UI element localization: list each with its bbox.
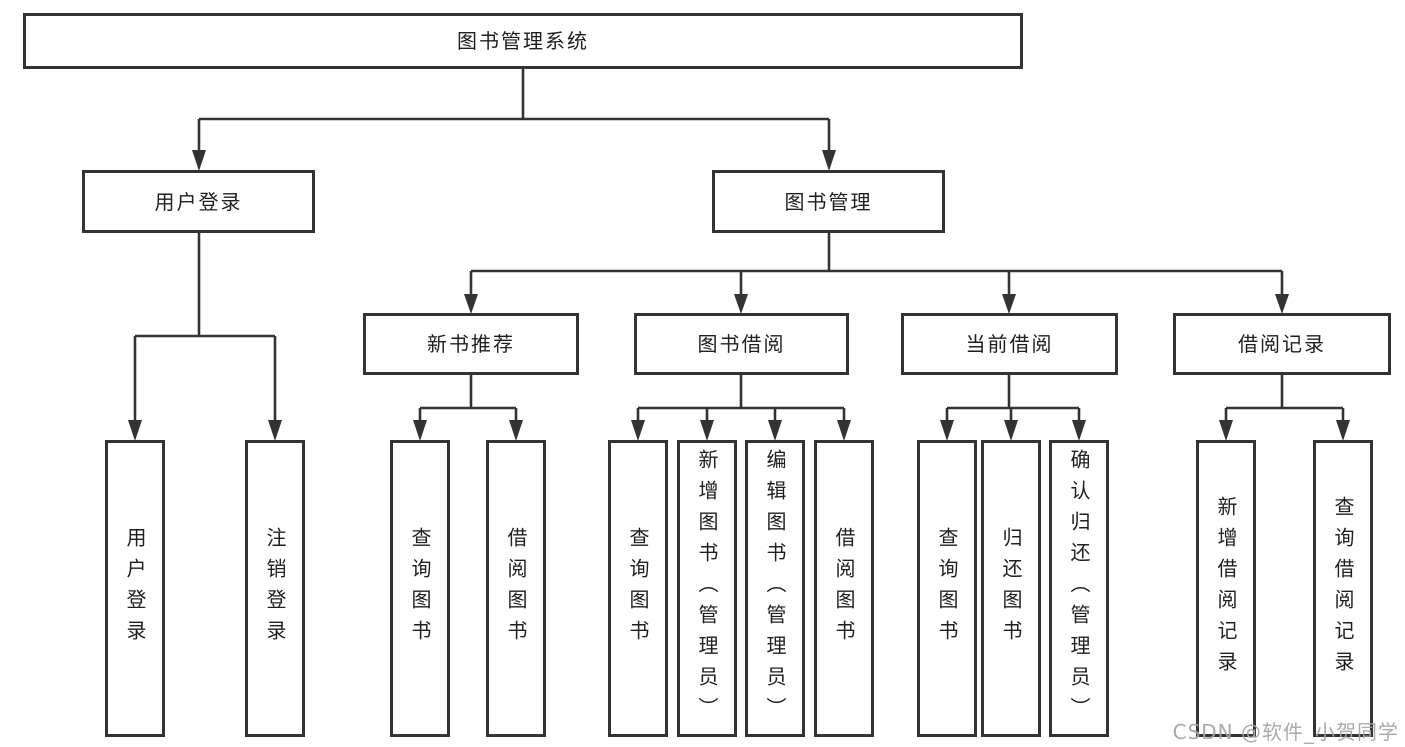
leaf-add-books-admin: 新增图书（管理员）: [677, 440, 737, 737]
leaf-query-books-current: 查询图书: [917, 440, 977, 737]
leaf-borrow-books: 借阅图书: [814, 440, 874, 737]
leaf-logout: 注销登录: [245, 440, 305, 737]
leaf-query-books-borrow: 查询图书: [608, 440, 668, 737]
leaf-user-login: 用户登录: [105, 440, 165, 737]
leaf-edit-books-admin: 编辑图书（管理员）: [745, 440, 805, 737]
leaf-query-books-recommend: 查询图书: [390, 440, 450, 737]
node-book-management: 图书管理: [712, 170, 945, 233]
leaf-confirm-return-admin: 确认归还（管理员）: [1049, 440, 1109, 737]
leaf-add-borrow-record: 新增借阅记录: [1196, 440, 1256, 737]
csdn-watermark: CSDN @软件_小贺同学: [1172, 720, 1399, 744]
node-current-borrowing: 当前借阅: [901, 313, 1118, 375]
arrowheads: [128, 150, 1350, 441]
node-user-login: 用户登录: [82, 170, 315, 233]
connector-segments: [133, 69, 1345, 421]
node-library-management-system: 图书管理系统: [23, 13, 1023, 69]
node-book-borrowing: 图书借阅: [634, 313, 849, 375]
leaf-query-borrow-record: 查询借阅记录: [1313, 440, 1373, 737]
node-new-book-recommendation: 新书推荐: [363, 313, 579, 375]
leaf-return-books: 归还图书: [981, 440, 1041, 737]
node-borrowing-records: 借阅记录: [1173, 313, 1391, 375]
leaf-borrow-books-recommend: 借阅图书: [486, 440, 546, 737]
